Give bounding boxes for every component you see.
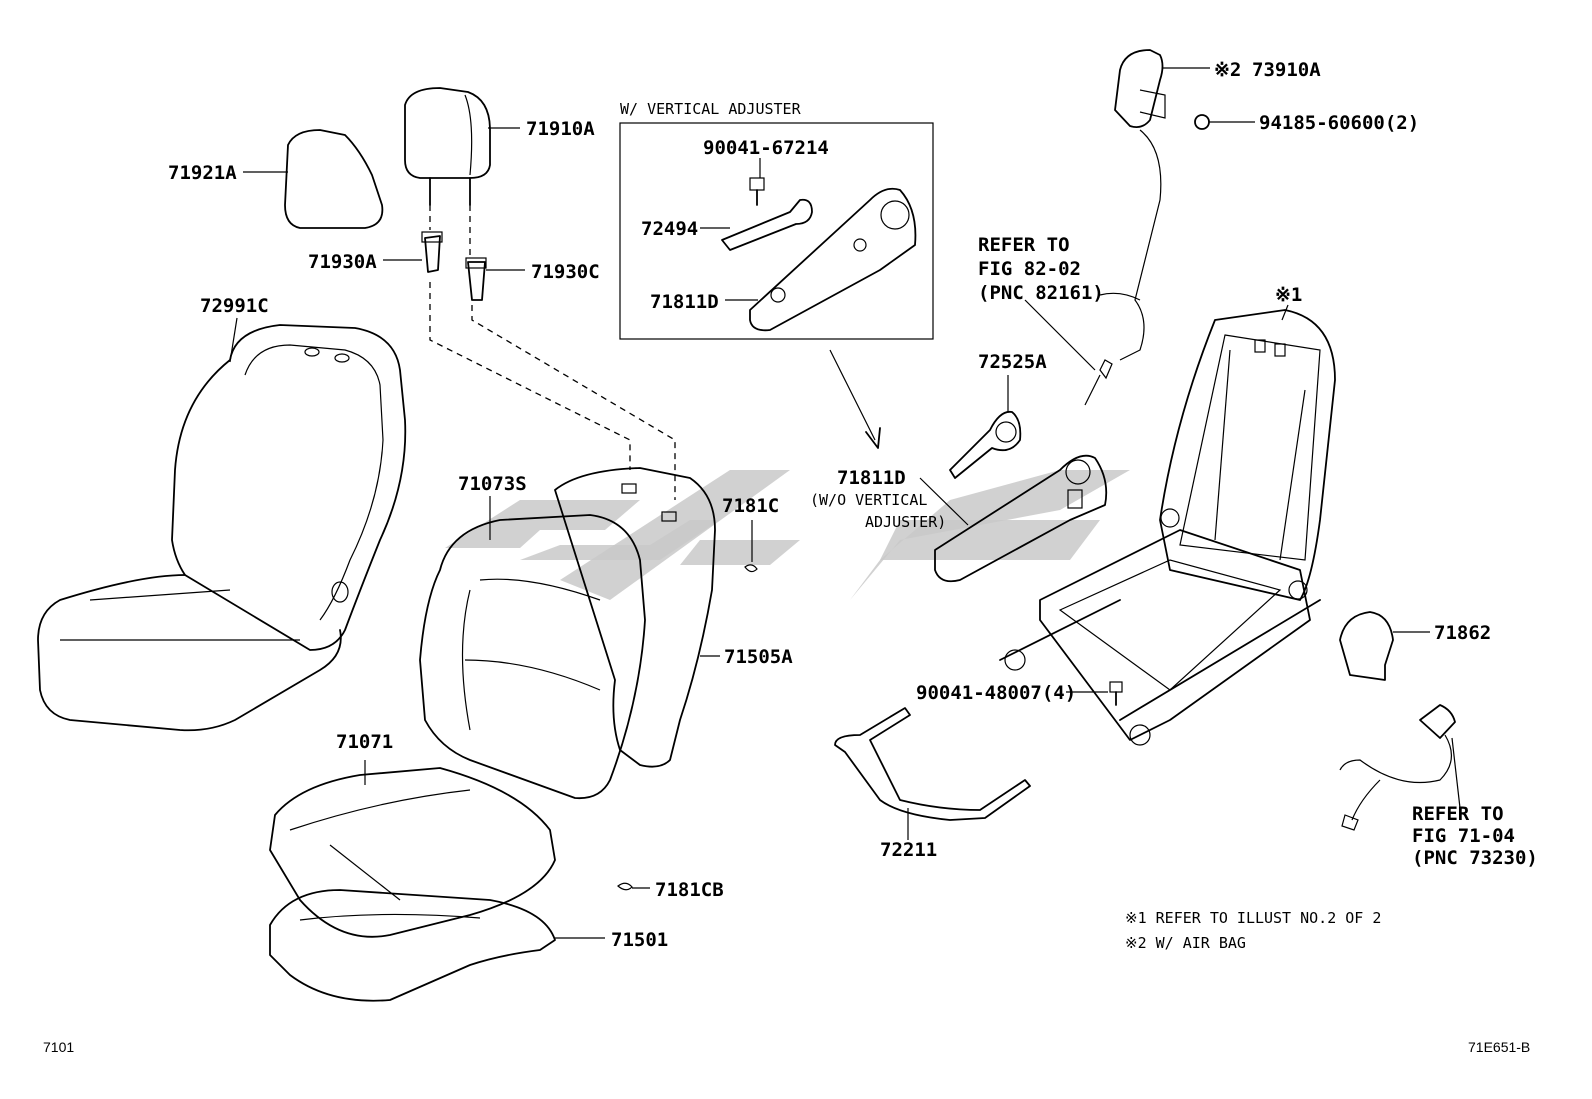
label-90041-67214: 90041-67214 [703,137,829,159]
clip-7181cb [617,882,633,891]
ref-82-02-line-1: REFER TO [978,234,1070,256]
wire-72211 [834,707,1031,821]
ref-71-04-line-1: REFER TO [1412,803,1504,825]
seat-cover-72991c [37,324,407,732]
vertical-adjuster-inset [619,122,934,340]
adjuster-plate-71811d-inset [749,187,917,332]
watermark-logo [445,470,1130,600]
adjuster-plate-71811d [934,454,1108,583]
clip-7181c [744,564,758,573]
ref-71-04-line-2: FIG 71-04 [1412,825,1515,847]
inset-title: W/ VERTICAL ADJUSTER [620,100,802,118]
inset-arrow [829,349,876,441]
label-71811d-note-2: ADJUSTER) [865,513,946,531]
footer-illustration-code: 71E651-B [1468,1039,1530,1055]
airbag-connector [1084,359,1113,406]
note-1: ※1 REFER TO ILLUST NO.2 OF 2 [1125,909,1381,927]
label-71910a: 71910A [526,118,595,140]
side-airbag-73910a [1099,49,1166,361]
label-7181c: 7181C [722,495,779,517]
seatback-pad-71505a [554,467,716,768]
label-mark-1: ※1 [1275,284,1302,306]
ref-71-04-line-3: (PNC 73230) [1412,847,1538,869]
label-71811d-inset: 71811D [650,291,719,313]
note-2: ※2 W/ AIR BAG [1125,934,1246,952]
label-73910a: 73910A [1252,59,1321,81]
bolt-90041-48007 [1109,681,1123,706]
label-71505a: 71505A [724,646,793,668]
bolt-90041-67214 [749,177,765,206]
seatback-cover-71073s [419,514,646,800]
seatbelt-buckle [1339,704,1456,831]
release-handle-72525a [949,410,1022,479]
label-71930a: 71930A [308,251,377,273]
label-72525a: 72525A [978,351,1047,373]
seat-cushion-pad-71501 [269,889,556,1002]
seat-cushion-cover-71071 [269,767,556,938]
label-71073s: 71073S [458,473,527,495]
inset-arrow-head [865,427,881,449]
support-guide-line [429,282,631,470]
label-72211: 72211 [880,839,937,861]
label-73910a-mark: ※2 [1214,59,1241,81]
headrest-support-71930c [465,257,487,301]
label-7181cb: 7181CB [655,879,724,901]
headrest-support-71930a [421,231,443,273]
label-90041-48007: 90041-48007(4) [916,682,1076,704]
label-71811d-note-1: (W/O VERTICAL [810,491,927,509]
seat-frame-assembly [999,309,1336,746]
label-71811d: 71811D [837,467,906,489]
headrest-71910a [404,87,491,255]
label-71071: 71071 [336,731,393,753]
label-71862: 71862 [1434,622,1491,644]
ref-82-02-line-2: FIG 82-02 [978,258,1081,280]
support-guide-line-2 [471,305,676,500]
lever-72494 [721,198,813,251]
footer-figure-number: 7101 [43,1039,74,1055]
ref-82-02-line-3: (PNC 82161) [978,282,1104,304]
leader-lines [229,67,1461,939]
headrest-cover-71921a [284,129,384,229]
label-71921a: 71921A [168,162,237,184]
label-72991c: 72991C [200,295,269,317]
label-94185-60600: 94185-60600(2) [1259,112,1419,134]
cover-71862 [1339,611,1394,681]
label-71930c: 71930C [531,261,600,283]
label-72494: 72494 [641,218,698,240]
label-71501: 71501 [611,929,668,951]
nut-94185-60600 [1194,114,1210,130]
